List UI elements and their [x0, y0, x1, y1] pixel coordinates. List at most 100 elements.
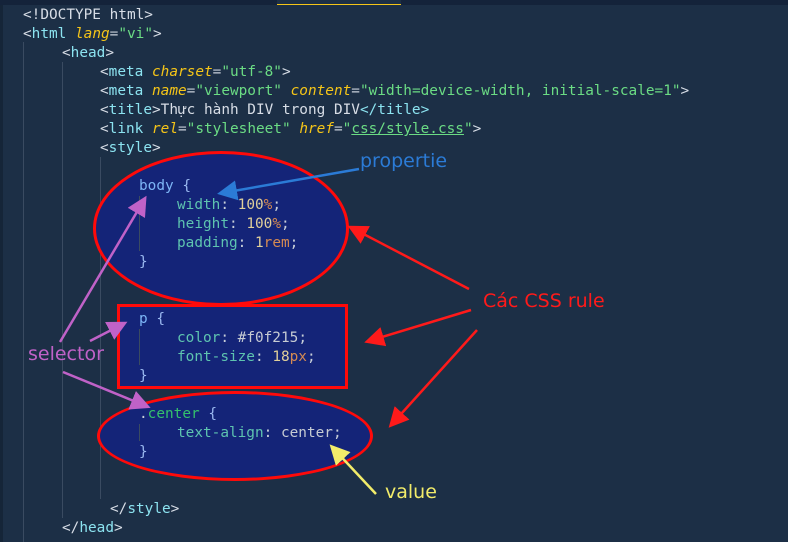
- tag-name: link: [108, 121, 144, 137]
- css-rule-arrow-1: [347, 225, 470, 291]
- indent-guide: [139, 329, 140, 365]
- attr-value: "viewport": [195, 83, 282, 99]
- tag-name: style: [127, 501, 171, 517]
- css-number: 100: [246, 216, 273, 232]
- css-unit: %: [263, 197, 273, 213]
- tag-name: meta: [108, 64, 144, 80]
- css-number: 1: [254, 235, 264, 251]
- attr-value: "width=device-width, initial-scale=1": [359, 83, 681, 99]
- punct: </: [62, 520, 80, 536]
- code-line-html: <html lang="vi">: [23, 25, 162, 44]
- punct: >: [113, 520, 123, 536]
- code-line-title: <title>Thực hành DIV trong DIV</title>: [100, 102, 430, 118]
- annotation-propertie: propertie: [360, 150, 448, 172]
- attr-value: "stylesheet": [186, 121, 291, 137]
- punct: </: [110, 501, 128, 517]
- css-rule-arrow-3: [388, 329, 478, 428]
- attr-name: rel: [152, 121, 178, 137]
- attr-name: href: [299, 121, 334, 137]
- css-declaration: text-align: center;: [177, 425, 342, 441]
- css-property: text-align: [177, 425, 264, 441]
- css-number: 18: [272, 349, 290, 365]
- title-text: Thực hành DIV trong DIV: [160, 102, 360, 118]
- brace: }: [139, 254, 148, 270]
- punct: >: [170, 501, 180, 517]
- brace: }: [139, 368, 148, 384]
- indent-guide: [23, 42, 24, 542]
- code-line-meta-charset: <meta charset="utf-8">: [100, 63, 291, 82]
- punct: <: [100, 102, 109, 118]
- css-property: width: [177, 197, 221, 213]
- css-property: height: [177, 216, 229, 232]
- active-tab-indicator[interactable]: [277, 0, 401, 5]
- css-selector-body-line: body {: [139, 177, 191, 196]
- css-selector: p: [139, 311, 148, 327]
- punct: <: [100, 121, 109, 137]
- annotation-selector: selector: [28, 343, 104, 365]
- punct: <: [100, 83, 109, 99]
- punct: <: [100, 140, 109, 156]
- tag-name: style: [108, 140, 152, 156]
- tag-name: head: [70, 45, 106, 61]
- tag-name: head: [79, 520, 114, 536]
- punct: >: [152, 26, 162, 42]
- css-close-brace-line: }: [139, 367, 148, 386]
- annotation-css-rules: Các CSS rule: [483, 290, 605, 312]
- code-line-style-open: <style>: [100, 139, 161, 158]
- css-selector-center-line: .center {: [139, 405, 217, 424]
- brace: {: [156, 311, 166, 327]
- brace: {: [182, 178, 191, 194]
- css-property: font-size: [177, 349, 255, 365]
- css-declaration: padding: 1rem;: [177, 235, 299, 251]
- css-unit: px: [289, 349, 307, 365]
- p-rule-highlight-box: [117, 304, 348, 389]
- brace: }: [139, 444, 148, 460]
- code-line-head: <head>: [62, 44, 114, 63]
- attr-name: charset: [152, 64, 213, 80]
- code-line-style-close: </style>: [110, 500, 179, 519]
- attr-value: "vi": [118, 26, 153, 42]
- punct: <: [100, 64, 109, 80]
- punct: .: [139, 406, 148, 422]
- punct: ": [463, 121, 473, 137]
- attr-name: name: [152, 83, 187, 99]
- tag-name: html: [31, 26, 67, 42]
- css-declaration: font-size: 18px;: [177, 349, 316, 365]
- css-property: color: [177, 330, 221, 346]
- css-close-brace-line: }: [139, 253, 148, 272]
- editor-gutter: [0, 5, 3, 542]
- punct: >: [105, 45, 114, 61]
- punct: =: [212, 64, 222, 80]
- code-line-link: <link rel="stylesheet" href="css/style.c…: [100, 121, 482, 137]
- css-selector-p-line: p {: [139, 310, 165, 329]
- punct: >: [152, 140, 161, 156]
- attr-name: content: [290, 83, 352, 99]
- punct: <: [62, 45, 71, 61]
- css-unit: %: [272, 216, 281, 232]
- punct: ": [342, 121, 352, 137]
- brace: {: [208, 406, 217, 422]
- annotation-value: value: [385, 481, 437, 503]
- css-declaration: color: #f0f215;: [177, 330, 307, 346]
- css-value: #f0f215: [237, 330, 299, 346]
- css-close-brace-line: }: [139, 443, 148, 462]
- attr-name: lang: [75, 26, 110, 42]
- tag-name: title: [108, 102, 152, 118]
- doctype: <!DOCTYPE html>: [23, 7, 153, 23]
- punct: >: [281, 64, 291, 80]
- code-line-meta-viewport: <meta name="viewport" content="width=dev…: [100, 83, 690, 99]
- indent-guide: [139, 424, 140, 441]
- css-rule-arrow-2: [364, 308, 472, 347]
- tag-name: meta: [108, 83, 144, 99]
- css-value: center: [280, 425, 333, 441]
- closing-tag: </title>: [359, 102, 430, 118]
- css-declaration: width: 100%;: [177, 197, 281, 213]
- indent-guide: [139, 196, 140, 251]
- center-rule-highlight-ellipse: [97, 391, 373, 481]
- punct: =: [109, 26, 119, 42]
- code-line-head-close: </head>: [62, 519, 123, 538]
- punct: >: [472, 121, 482, 137]
- stylesheet-link[interactable]: css/style.css: [351, 121, 464, 137]
- css-declaration: height: 100%;: [177, 216, 290, 232]
- attr-value: "utf-8": [221, 64, 282, 80]
